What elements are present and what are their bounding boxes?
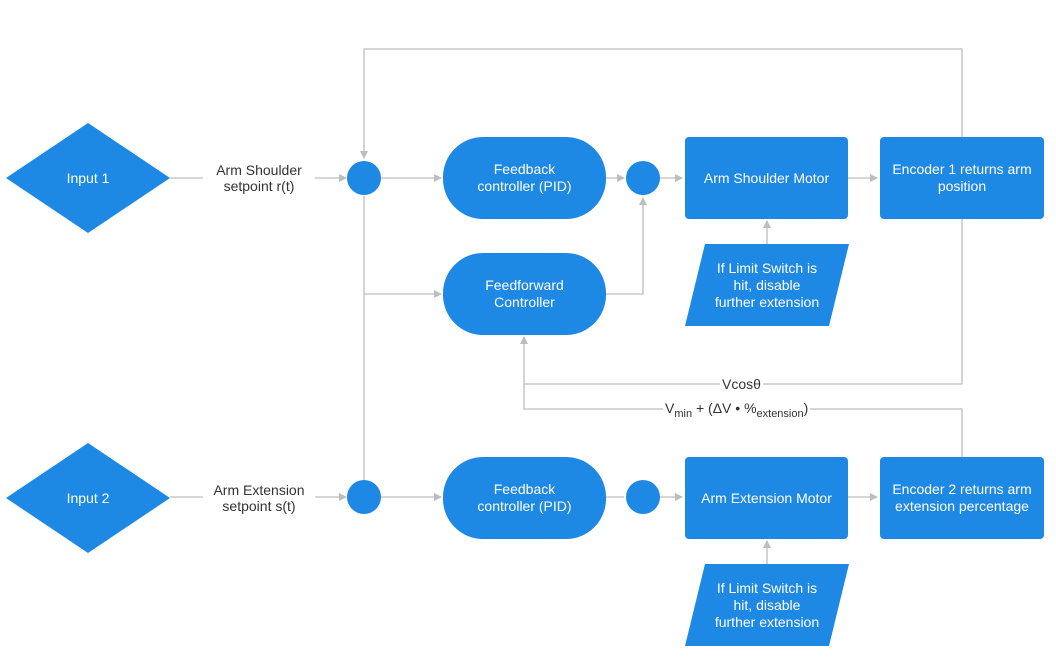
extension-setpoint-label: Arm Extension setpoint s(t) — [203, 482, 315, 514]
feedback-controller-shoulder: Feedback controller (PID) — [443, 137, 606, 219]
summing-junction-shoulder-output — [626, 161, 660, 195]
vmin-label: Vmin + (ΔV • %extension) — [663, 400, 811, 420]
wire-encoder2-vmin — [523, 384, 963, 457]
vcos-label: Vcosθ — [720, 376, 763, 392]
arm-shoulder-motor: Arm Shoulder Motor — [685, 137, 848, 219]
feedforward-controller: Feedforward Controller — [443, 253, 606, 335]
summing-junction-shoulder — [347, 161, 381, 195]
input2-label: Input 2 — [66, 490, 110, 506]
summing-junction-extension-output — [626, 480, 660, 514]
feedback-controller-extension: Feedback controller (PID) — [443, 457, 606, 539]
input1-label: Input 1 — [66, 170, 110, 186]
input1-diamond: Input 1 — [6, 123, 170, 233]
limit-switch-shoulder-text: If Limit Switch is hit, disable further … — [714, 259, 820, 310]
arm-extension-motor: Arm Extension Motor — [685, 457, 848, 539]
wire-feedforward-to-sum2 — [606, 197, 647, 295]
limit-switch-extension: If Limit Switch is hit, disable further … — [685, 564, 849, 646]
summing-junction-extension — [347, 480, 381, 514]
wire-encoder1-feedback-top — [360, 48, 963, 159]
limit-switch-extension-text: If Limit Switch is hit, disable further … — [714, 579, 820, 630]
encoder1-block: Encoder 1 returns arm position — [880, 137, 1044, 219]
shoulder-setpoint-label: Arm Shoulder setpoint r(t) — [203, 162, 315, 194]
limit-switch-shoulder: If Limit Switch is hit, disable further … — [685, 244, 849, 326]
input2-diamond: Input 2 — [6, 443, 170, 553]
encoder2-block: Encoder 2 returns arm extension percenta… — [880, 457, 1044, 539]
